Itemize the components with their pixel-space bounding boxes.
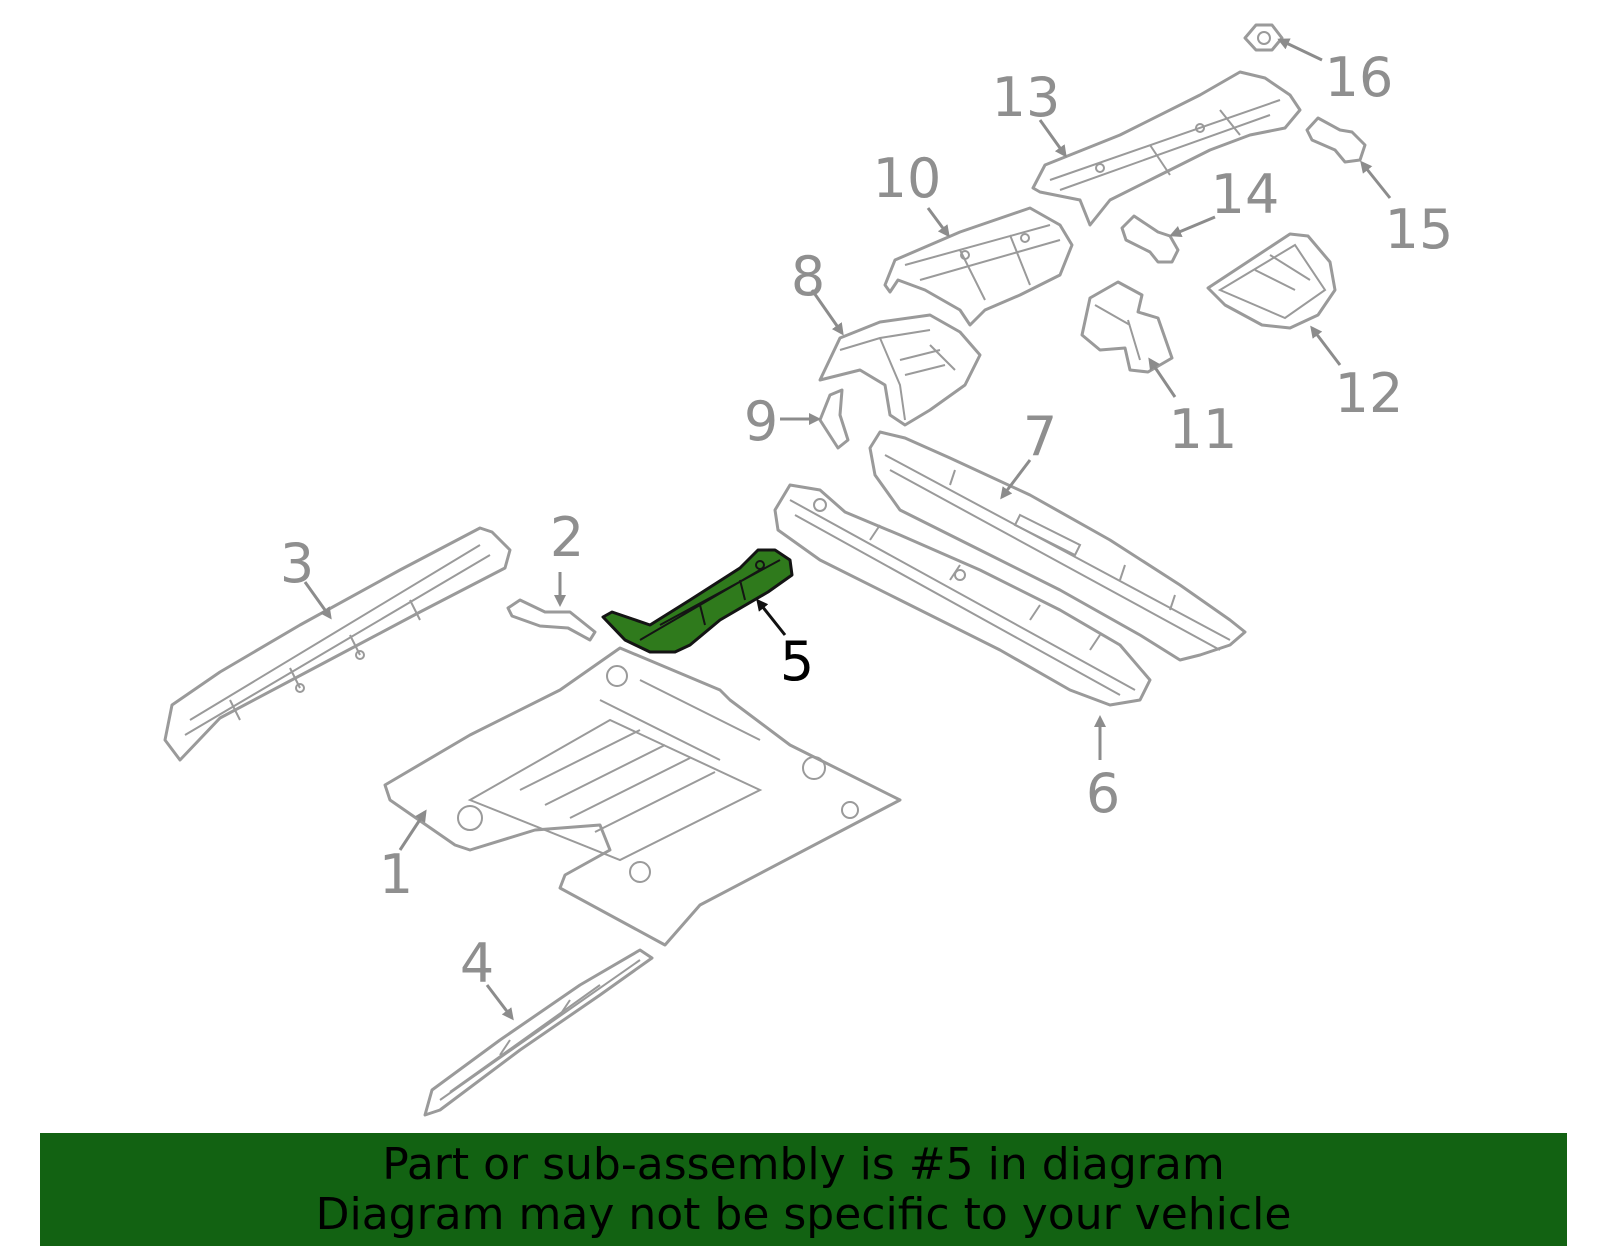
part-4-rail[interactable]: [423, 948, 654, 1117]
part-15-bolt[interactable]: [1305, 116, 1367, 164]
part-1-floor-pan[interactable]: [383, 646, 902, 947]
part-14-bolt[interactable]: [1120, 214, 1180, 264]
callout-1: 1: [379, 843, 413, 906]
part-7-rail[interactable]: [868, 430, 1247, 662]
part-6-rail[interactable]: [773, 483, 1152, 707]
leader-arrows: [303, 38, 1392, 1021]
part-16-nut[interactable]: [1243, 23, 1284, 52]
callout-8: 8: [791, 245, 825, 308]
part-9-clip[interactable]: [818, 388, 850, 450]
callout-14: 14: [1211, 163, 1280, 226]
part-5-highlighted-bracket[interactable]: [601, 548, 794, 654]
callout-9: 9: [744, 390, 778, 453]
callout-12: 12: [1335, 362, 1404, 425]
part-10-crossmember[interactable]: [883, 206, 1074, 327]
callout-6: 6: [1086, 762, 1120, 825]
callout-10: 10: [873, 147, 942, 210]
part-2-bracket[interactable]: [506, 598, 597, 642]
callout-3: 3: [280, 532, 314, 595]
callout-2: 2: [550, 506, 584, 569]
callout-11: 11: [1169, 398, 1238, 461]
info-banner: Part or sub-assembly is #5 in diagram Di…: [40, 1133, 1567, 1246]
part-11-bracket[interactable]: [1080, 280, 1174, 374]
callout-5: 5: [780, 630, 814, 693]
callout-16: 16: [1325, 46, 1394, 109]
callout-13: 13: [992, 66, 1061, 129]
banner-line-2: Diagram may not be specific to your vehi…: [315, 1188, 1292, 1240]
banner-line-1: Part or sub-assembly is #5 in diagram: [382, 1138, 1225, 1190]
callout-7: 7: [1023, 405, 1057, 468]
part-12-cover[interactable]: [1206, 232, 1337, 330]
part-8-bracket[interactable]: [818, 313, 982, 427]
callout-4: 4: [460, 932, 494, 995]
callout-15: 15: [1385, 198, 1454, 261]
part-13-crossmember[interactable]: [1031, 70, 1302, 227]
part-3-rail[interactable]: [163, 526, 512, 762]
